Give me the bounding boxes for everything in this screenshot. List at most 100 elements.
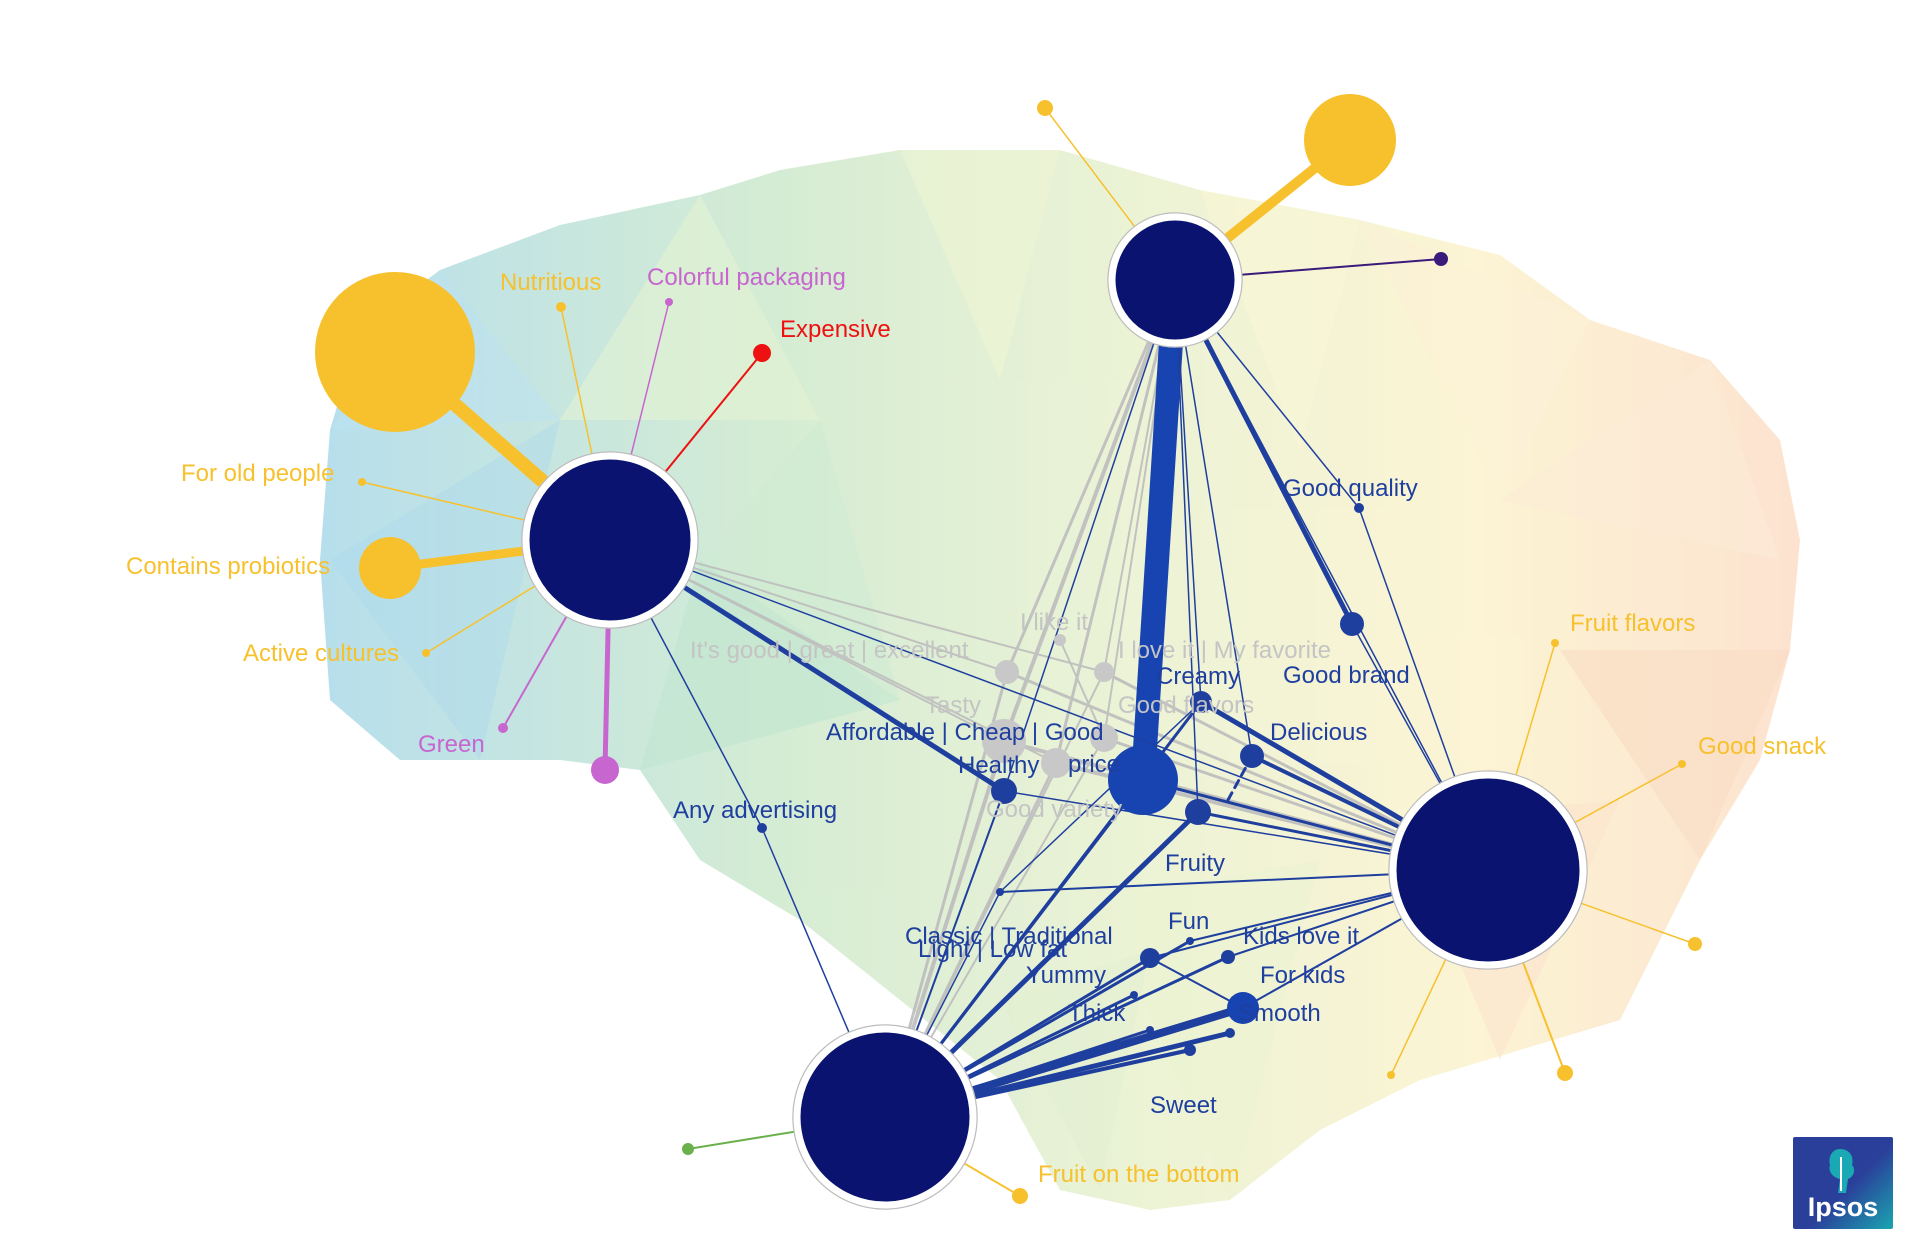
node-good-quality: [1354, 503, 1364, 513]
hub-ring: [521, 451, 699, 629]
label-thick: Thick: [1068, 1000, 1126, 1027]
node-good-snack: [1678, 760, 1686, 768]
label-for-kids: For kids: [1260, 962, 1345, 989]
label-price: price: [1068, 751, 1120, 778]
background-fade: [320, 800, 600, 900]
node-tiny-yellow: [1387, 1071, 1395, 1079]
node-fruity: [1185, 799, 1211, 825]
hub-3: [1389, 771, 1587, 969]
hub-1: [522, 452, 698, 628]
label-any-advertising: Any advertising: [673, 797, 837, 824]
label-creamy: Creamy: [1156, 663, 1240, 690]
label-good-snack: Good snack: [1698, 733, 1827, 760]
label-good-quality: Good quality: [1283, 475, 1418, 502]
label-i-like-it: I like it: [1020, 609, 1088, 636]
label-active-cultures: Active cultures: [243, 640, 399, 667]
node-fruit-flavors: [1551, 639, 1559, 647]
node-large-yellow-top: [1304, 94, 1396, 186]
facet: [900, 150, 1060, 380]
facet: [560, 195, 820, 420]
hub-2: [1108, 213, 1242, 347]
node-delicious: [1240, 744, 1264, 768]
label-colorful-packaging: Colorful packaging: [647, 264, 846, 291]
facet: [1500, 360, 1780, 560]
node-smooth: [1227, 992, 1259, 1024]
label-light: Light | Low fat: [918, 936, 1067, 963]
node-affordable: [1108, 745, 1178, 815]
label-yummy: Yummy: [1026, 962, 1106, 989]
node-for-kids: [1225, 1028, 1235, 1038]
label-affordable: Affordable | Cheap | Good: [826, 719, 1104, 746]
facet: [1200, 190, 1360, 450]
node-bottom-green: [682, 1143, 694, 1155]
brain-background: [320, 150, 1800, 1210]
hub-ring: [1107, 212, 1243, 348]
node-good-variety: [1041, 748, 1071, 778]
node-green: [498, 723, 508, 733]
label-good-brand: Good brand: [1283, 662, 1410, 689]
label-for-old-people: For old people: [181, 460, 334, 487]
node-i-like-it: [1054, 634, 1066, 646]
node-large-yellow-left: [315, 272, 475, 432]
node-small-yellow-top: [1037, 100, 1053, 116]
node-good-flavors: [1090, 724, 1118, 752]
label-good-flavors: Good flavors: [1118, 692, 1254, 719]
hub-ring: [792, 1024, 978, 1210]
label-sweet: Sweet: [1150, 1092, 1217, 1119]
label-kids-love-it: Kids love it: [1243, 923, 1359, 950]
node-i-love-it: [1094, 662, 1114, 682]
labels: Nutritious Colorful packaging Expensive …: [126, 264, 1827, 1188]
label-good-variety: Good variety: [986, 796, 1122, 823]
ipsos-logo: Ipsos: [1793, 1137, 1893, 1229]
node-fun: [1186, 937, 1194, 945]
label-nutritious: Nutritious: [500, 269, 601, 296]
label-fruit-on-the-bottom: Fruit on the bottom: [1038, 1161, 1239, 1188]
node-expensive: [753, 344, 771, 362]
node-kids-love-it: [1221, 950, 1235, 964]
label-healthy: Healthy: [958, 752, 1039, 779]
node-for-old-people: [358, 478, 366, 486]
nodes: [315, 94, 1702, 1204]
node-colorful-packaging: [665, 298, 673, 306]
node-sweet: [1184, 1044, 1196, 1056]
node-yummy: [1140, 948, 1160, 968]
label-smooth: Smooth: [1238, 1000, 1321, 1027]
facet: [1560, 650, 1790, 860]
label-fruity: Fruity: [1165, 850, 1225, 877]
node-fruit-on-the-bottom: [1012, 1188, 1028, 1204]
node-classic: [996, 888, 1004, 896]
hub-4: [793, 1025, 977, 1209]
label-contains-probiotics: Contains probiotics: [126, 553, 330, 580]
node-healthy: [991, 778, 1017, 804]
facet: [1360, 220, 1590, 500]
hubs: [521, 212, 1588, 1210]
node-light: [1146, 1026, 1154, 1034]
label-fruit-flavors: Fruit flavors: [1570, 610, 1695, 637]
node-active-cultures: [422, 649, 430, 657]
ipsos-logo-text: Ipsos: [1807, 1192, 1879, 1222]
node-purple: [591, 756, 619, 784]
label-i-love-it: I love it | My favorite: [1118, 637, 1331, 664]
node-creamy: [1190, 691, 1212, 713]
node-nutritious: [556, 302, 566, 312]
label-its-good: It's good | great | excellent: [690, 637, 969, 664]
node-its-good: [982, 719, 1026, 763]
node-thick: [1130, 991, 1138, 999]
label-expensive: Expensive: [780, 316, 891, 343]
node-any-advertising: [757, 823, 767, 833]
label-classic: Classic | Traditional: [905, 923, 1113, 950]
facet: [330, 420, 560, 760]
label-green: Green: [418, 731, 485, 758]
label-tasty: Tasty: [925, 692, 981, 719]
node-dark-purple: [1434, 252, 1448, 266]
facet: [640, 560, 900, 770]
node-good-brand: [1340, 612, 1364, 636]
node-contains-probiotics: [359, 537, 421, 599]
label-fun: Fun: [1168, 908, 1209, 935]
ipsos-logo-mark-icon: [1829, 1149, 1855, 1193]
hub-ring: [1388, 770, 1588, 970]
node-bottom-yellow: [1557, 1065, 1573, 1081]
node-right-yellow: [1688, 937, 1702, 951]
label-delicious: Delicious: [1270, 719, 1367, 746]
